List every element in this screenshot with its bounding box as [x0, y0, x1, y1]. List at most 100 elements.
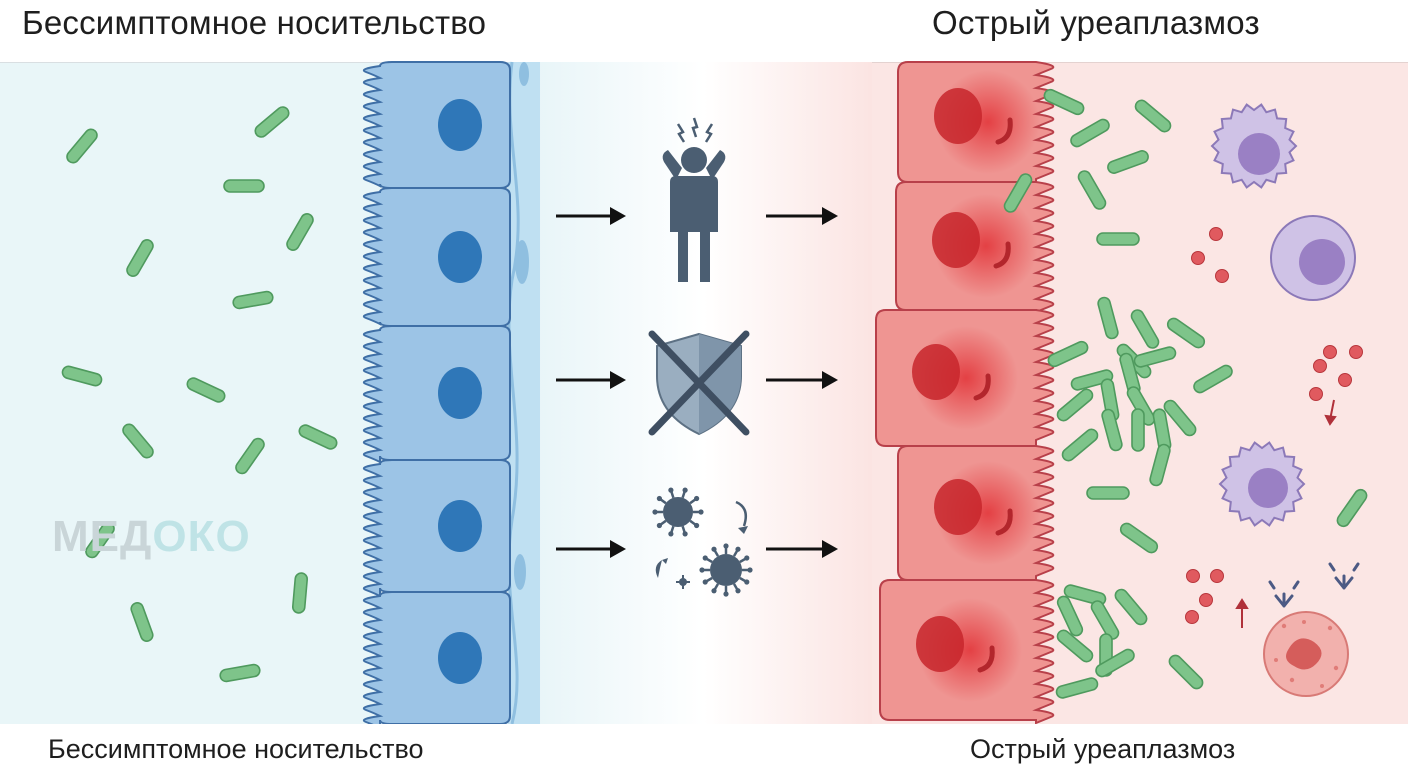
bacterium: [1063, 584, 1107, 606]
arrow-2a: [556, 371, 626, 389]
mediator-dot: [1209, 227, 1223, 241]
bacterium: [1095, 648, 1135, 678]
bacterium: [1134, 99, 1172, 133]
arrow-2b: [766, 371, 838, 389]
bacterium: [223, 179, 265, 193]
bacterium: [1114, 588, 1148, 626]
nucleus: [932, 212, 980, 268]
nucleus: [438, 231, 482, 283]
mediator-dot: [1185, 610, 1199, 624]
organelle: [993, 241, 1011, 269]
nucleus: [438, 500, 482, 552]
broken-shield-icon: [648, 330, 750, 436]
bacterium: [85, 521, 115, 559]
nucleus: [912, 344, 960, 400]
bacterium: [291, 572, 309, 614]
bacterium: [1149, 443, 1171, 487]
mediator-dot: [1191, 251, 1205, 265]
bacterium: [126, 239, 154, 277]
mediator-dot: [1186, 569, 1200, 583]
healthy-cell: [362, 459, 511, 598]
bacterium: [1096, 232, 1140, 246]
bacterium: [1097, 296, 1119, 340]
bacterium: [1070, 369, 1114, 391]
mediator-dot: [1309, 387, 1323, 401]
bacterium: [298, 424, 338, 450]
watermark-logo: МЕДОКО: [52, 512, 251, 561]
bacterium: [219, 663, 261, 683]
bacterium: [1193, 364, 1233, 394]
bacterium: [1107, 150, 1149, 174]
mediator-dot: [1338, 373, 1352, 387]
nucleus: [438, 99, 482, 151]
bacterium: [1166, 317, 1206, 349]
left-title: Бессимптомное носительство: [22, 4, 487, 41]
bacterium: [1047, 340, 1089, 368]
bacterium: [130, 602, 154, 642]
bacterium: [1055, 677, 1099, 699]
plasma-cell: [1263, 562, 1360, 697]
organelle: [995, 117, 1013, 145]
macrophage-bottom: [1218, 441, 1306, 527]
right-caption: Острый уреаплазмоз: [970, 734, 1236, 764]
bacterium: [1061, 428, 1099, 462]
bacteria: [61, 88, 1368, 699]
immune-cells: [1210, 103, 1360, 697]
bacterium: [1056, 595, 1084, 637]
organelle: [973, 373, 991, 401]
bacterium: [1086, 486, 1130, 500]
mediator-dot: [1349, 345, 1363, 359]
bacterium: [1003, 173, 1033, 213]
bacterium: [232, 290, 274, 310]
mediator-dot: [1210, 569, 1224, 583]
bacterium: [1101, 408, 1123, 452]
bacterium: [1133, 346, 1177, 368]
microbe-multiplying-icon: [652, 487, 753, 597]
antibody-icon: [1268, 562, 1360, 608]
mediator-dot: [1215, 269, 1229, 283]
nucleus: [438, 367, 482, 419]
bacterium: [61, 365, 103, 387]
mediator-dot: [1199, 593, 1213, 607]
organelle: [995, 508, 1013, 536]
bacterium: [186, 377, 226, 403]
nucleus: [916, 616, 964, 672]
arrow-1a: [556, 207, 626, 225]
left-caption: Бессимптомное носительство: [48, 734, 424, 764]
bacterium: [122, 423, 154, 459]
bacterium: [1336, 488, 1368, 528]
mediator-dot: [1323, 345, 1337, 359]
bacterium: [1131, 408, 1145, 452]
lymphocyte: [1270, 215, 1356, 301]
right-title: Острый уреаплазмоз: [932, 4, 1260, 41]
bacterium: [1163, 399, 1197, 437]
healthy-epithelium: [362, 61, 540, 724]
organelle: [977, 645, 995, 673]
bacterium: [1056, 629, 1094, 663]
arrow-3b: [766, 540, 838, 558]
bacterium: [1043, 88, 1085, 116]
bacterium: [1119, 522, 1159, 554]
mediator-dot: [1313, 359, 1327, 373]
bacterium: [1070, 118, 1110, 148]
bacterium: [66, 128, 98, 164]
healthy-cell: [362, 325, 511, 464]
bacterium: [1168, 654, 1204, 690]
nucleus: [438, 632, 482, 684]
flow-arrows: [556, 207, 838, 558]
macrophage-top: [1210, 103, 1298, 189]
inflammatory-mediators: [1185, 227, 1363, 624]
bacterium: [1077, 170, 1107, 210]
nucleus: [934, 479, 982, 535]
illustration: [0, 61, 1408, 724]
bacterium: [1056, 388, 1094, 422]
healthy-cell: [362, 61, 511, 189]
bacterium: [286, 213, 314, 251]
healthy-cell: [362, 591, 511, 724]
bacterium: [235, 437, 265, 475]
inflamed-epithelium: [875, 61, 1055, 724]
bacterium: [254, 106, 290, 138]
arrow-3a: [556, 540, 626, 558]
nucleus: [934, 88, 982, 144]
healthy-cell: [362, 187, 511, 327]
